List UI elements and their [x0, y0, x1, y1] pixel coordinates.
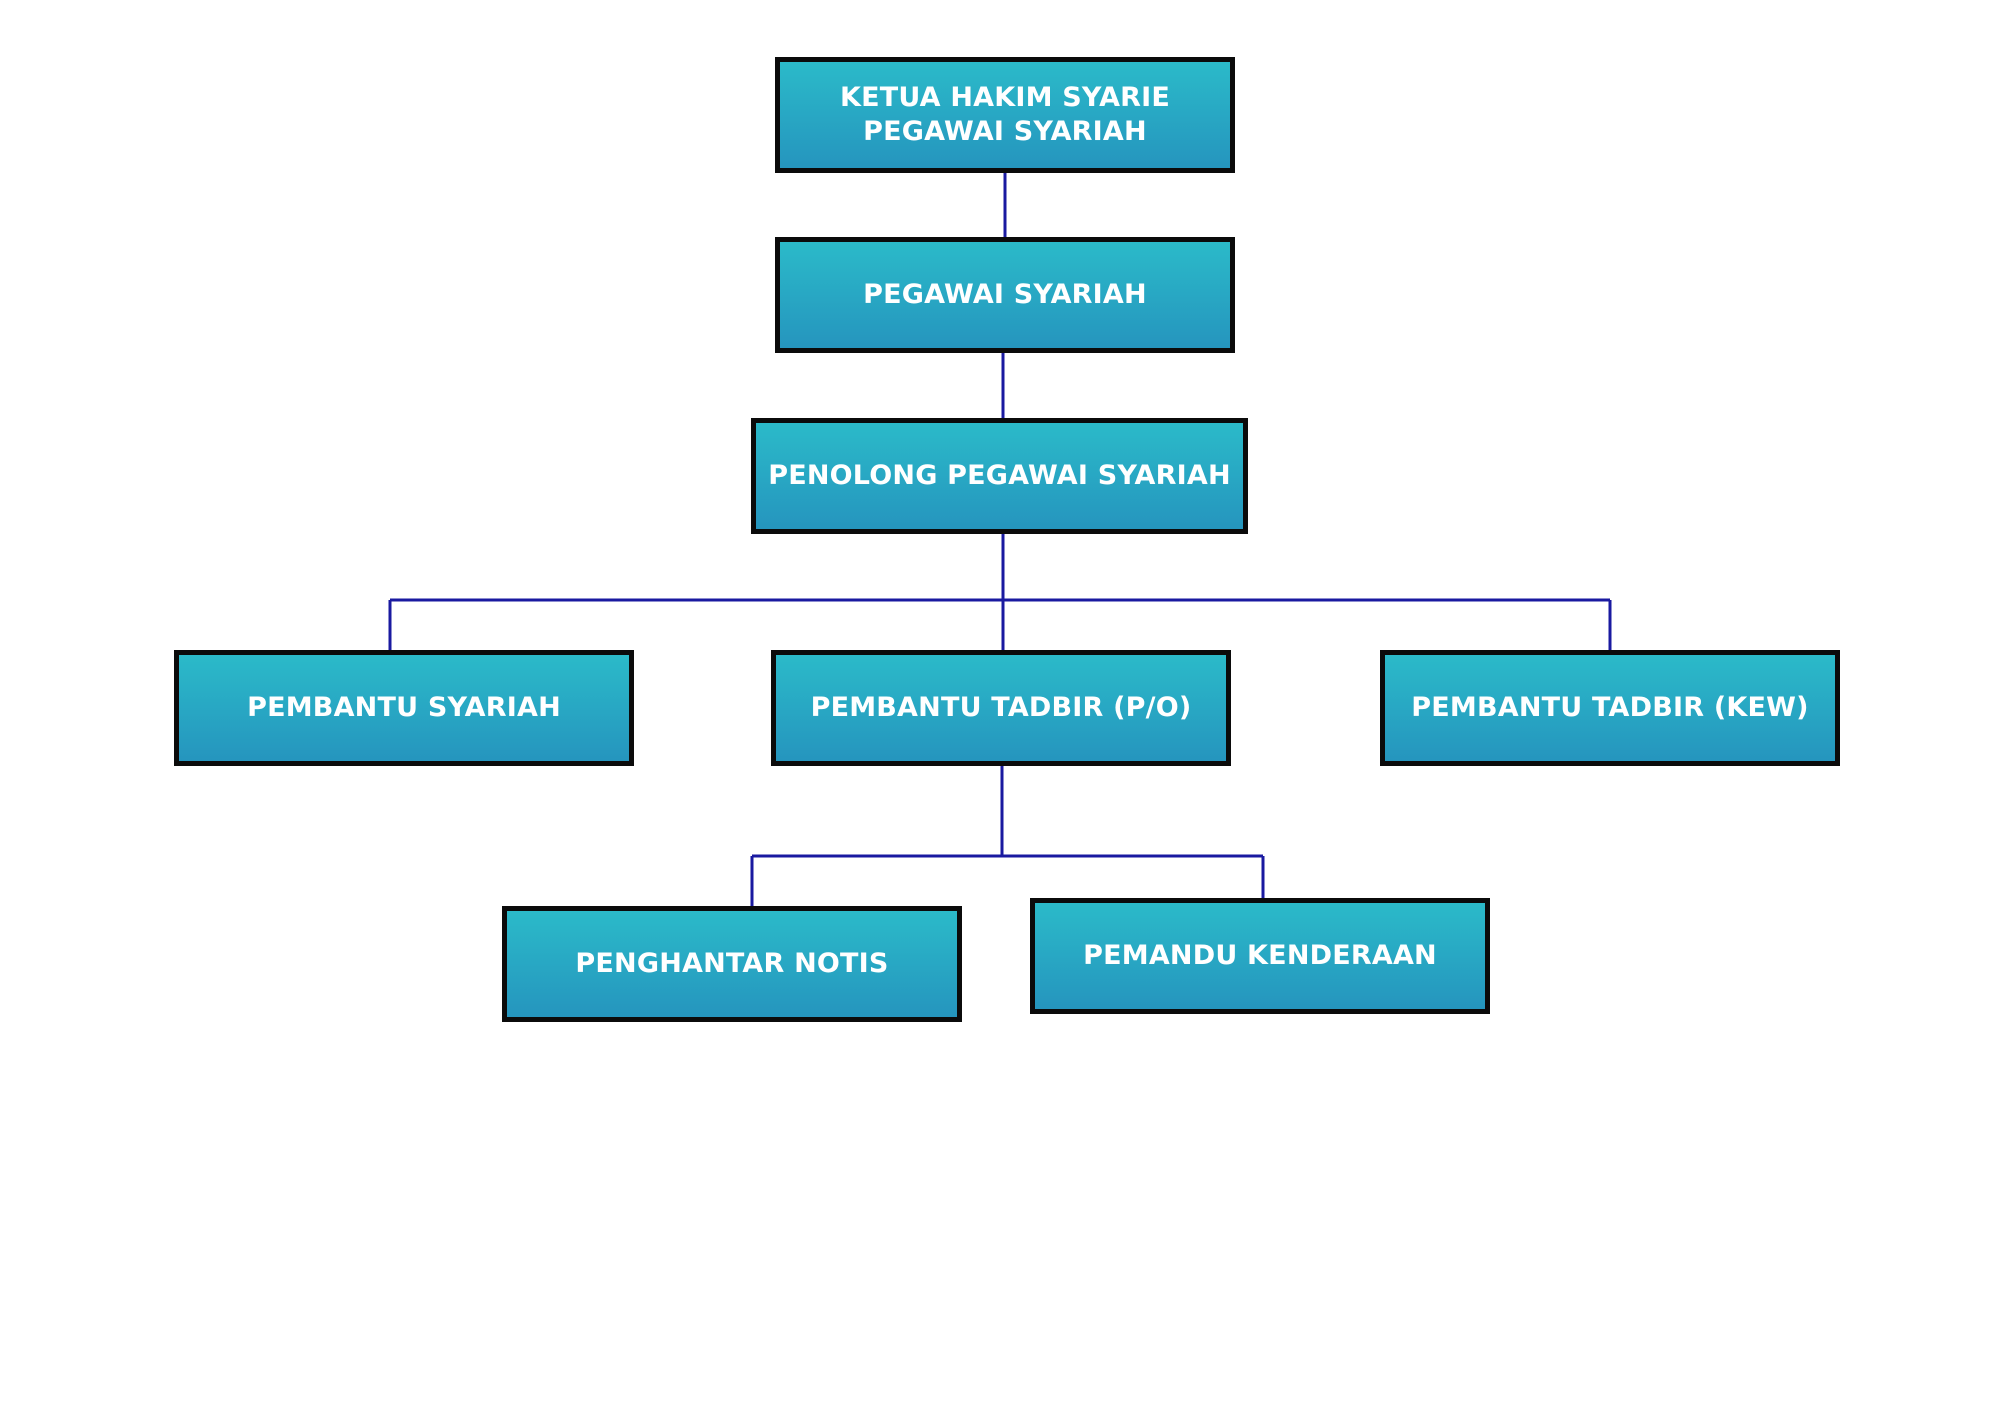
- node-pegawai-syariah: PEGAWAI SYARIAH: [775, 237, 1235, 353]
- node-penolong-pegawai-syariah: PENOLONG PEGAWAI SYARIAH: [751, 418, 1248, 534]
- node-pembantu-tadbir-kew-label: PEMBANTU TADBIR (KEW): [1411, 692, 1809, 723]
- node-pembantu-syariah-label: PEMBANTU SYARIAH: [247, 692, 561, 723]
- node-ketua-hakim-line1: KETUA HAKIM SYARIE: [839, 82, 1171, 113]
- node-pembantu-tadbir-po-label: PEMBANTU TADBIR (P/O): [810, 692, 1192, 723]
- node-penghantar-notis-label: PENGHANTAR NOTIS: [575, 948, 889, 979]
- node-pembantu-tadbir-po: PEMBANTU TADBIR (P/O): [771, 650, 1231, 766]
- node-penghantar-notis: PENGHANTAR NOTIS: [502, 906, 962, 1022]
- node-penolong-pegawai-syariah-label: PENOLONG PEGAWAI SYARIAH: [768, 460, 1231, 491]
- node-pembantu-syariah: PEMBANTU SYARIAH: [174, 650, 634, 766]
- node-ketua-hakim-line2: PEGAWAI SYARIAH: [863, 116, 1147, 147]
- node-pemandu-kenderaan: PEMANDU KENDERAAN: [1030, 898, 1490, 1014]
- node-pegawai-syariah-label: PEGAWAI SYARIAH: [863, 279, 1147, 310]
- node-ketua-hakim-syarie: KETUA HAKIM SYARIE PEGAWAI SYARIAH: [775, 57, 1235, 173]
- node-pemandu-kenderaan-label: PEMANDU KENDERAAN: [1083, 940, 1437, 971]
- node-pembantu-tadbir-kew: PEMBANTU TADBIR (KEW): [1380, 650, 1840, 766]
